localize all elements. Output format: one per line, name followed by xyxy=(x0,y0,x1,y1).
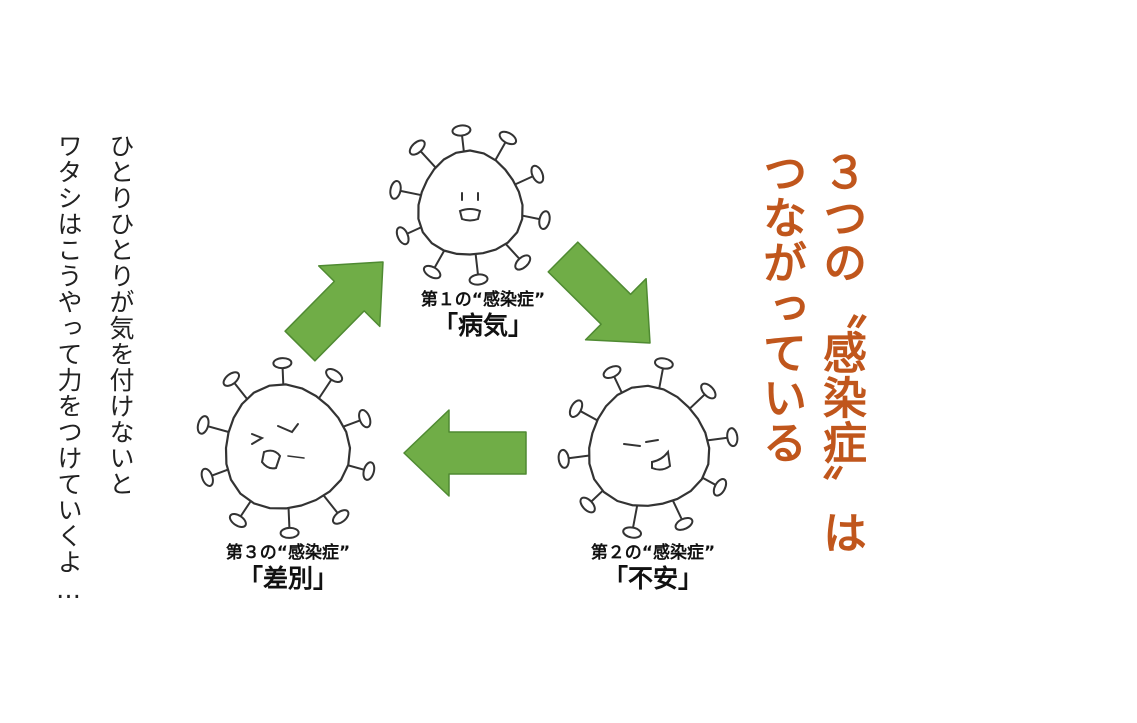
virus-body xyxy=(417,149,524,256)
spike-cap xyxy=(602,365,622,380)
stage-anxiety-ordinal: 第２の“感染症” xyxy=(590,543,716,563)
spike-cap xyxy=(468,273,489,286)
spike-cap xyxy=(498,130,518,146)
spike-cap xyxy=(408,139,426,156)
stage-illness-caption: 第１の“感染症” 「病気」 xyxy=(378,290,588,343)
stage-discrimination-ordinal: 第３の“感染症” xyxy=(225,543,351,563)
spike-cap xyxy=(331,509,350,525)
spike-cap xyxy=(700,382,717,400)
spike-cap xyxy=(222,371,241,387)
spike-cap xyxy=(568,399,584,418)
eye xyxy=(251,433,265,445)
spike-cap xyxy=(530,164,545,184)
virus-face xyxy=(623,439,672,471)
spike-cap xyxy=(395,226,410,246)
spike-cap xyxy=(653,357,674,370)
stage-discrimination-name: 「差別」 xyxy=(237,564,338,594)
spike-cap xyxy=(422,264,442,280)
spike-cap xyxy=(557,448,570,469)
eye xyxy=(277,423,299,434)
spike-cap xyxy=(358,409,372,429)
stage-illness-name: 「病気」 xyxy=(432,311,533,341)
virus-body xyxy=(224,383,352,510)
virus-body xyxy=(588,384,711,507)
stage-anxiety-caption: 第２の“感染症” 「不安」 xyxy=(548,543,758,596)
spike-cap xyxy=(389,180,402,200)
spike-cap xyxy=(451,124,472,137)
spike-cap xyxy=(200,467,214,487)
mouth xyxy=(458,208,482,222)
mouth xyxy=(651,449,672,471)
spike-cap xyxy=(362,461,376,481)
spike-cap xyxy=(514,254,532,271)
side-text-line-2: ワタシはこうやって力をつけていくよ… xyxy=(54,133,83,605)
virus-anxiety-icon xyxy=(557,357,739,539)
eye xyxy=(623,443,641,447)
eye xyxy=(645,439,659,443)
headline-line-1: ３つの〝感染症〟は xyxy=(815,150,866,555)
stage-illness-ordinal: 第１の“感染症” xyxy=(420,290,546,310)
spike-cap xyxy=(228,513,247,528)
spike-cap xyxy=(272,357,293,370)
spike-cap xyxy=(279,526,300,539)
spike-cap xyxy=(726,427,739,448)
virus-face xyxy=(251,423,305,470)
side-text-line-1: ひとりひとりが気を付けないと xyxy=(106,133,135,497)
virus-illness-icon xyxy=(389,124,551,286)
spike-cap xyxy=(712,478,728,497)
mouth xyxy=(260,449,282,470)
spike-cap xyxy=(674,516,694,531)
spike-cap xyxy=(579,496,596,514)
headline-line-2: つながっている xyxy=(755,150,806,465)
spike-cap xyxy=(325,368,344,383)
spike-cap xyxy=(622,526,643,539)
arrow-discrimination-to-illness xyxy=(284,261,384,362)
virus-discrimination-icon xyxy=(196,357,376,539)
spike-cap xyxy=(538,210,551,230)
spike-cap xyxy=(196,415,210,435)
cheek-line xyxy=(287,455,305,459)
stage-anxiety-name: 「不安」 xyxy=(602,564,703,594)
arrow-anxiety-to-discrimination xyxy=(403,409,527,497)
virus-face xyxy=(458,192,482,222)
stage-discrimination-caption: 第３の“感染症” 「差別」 xyxy=(183,543,393,596)
arrow-illness-to-anxiety xyxy=(547,241,651,344)
